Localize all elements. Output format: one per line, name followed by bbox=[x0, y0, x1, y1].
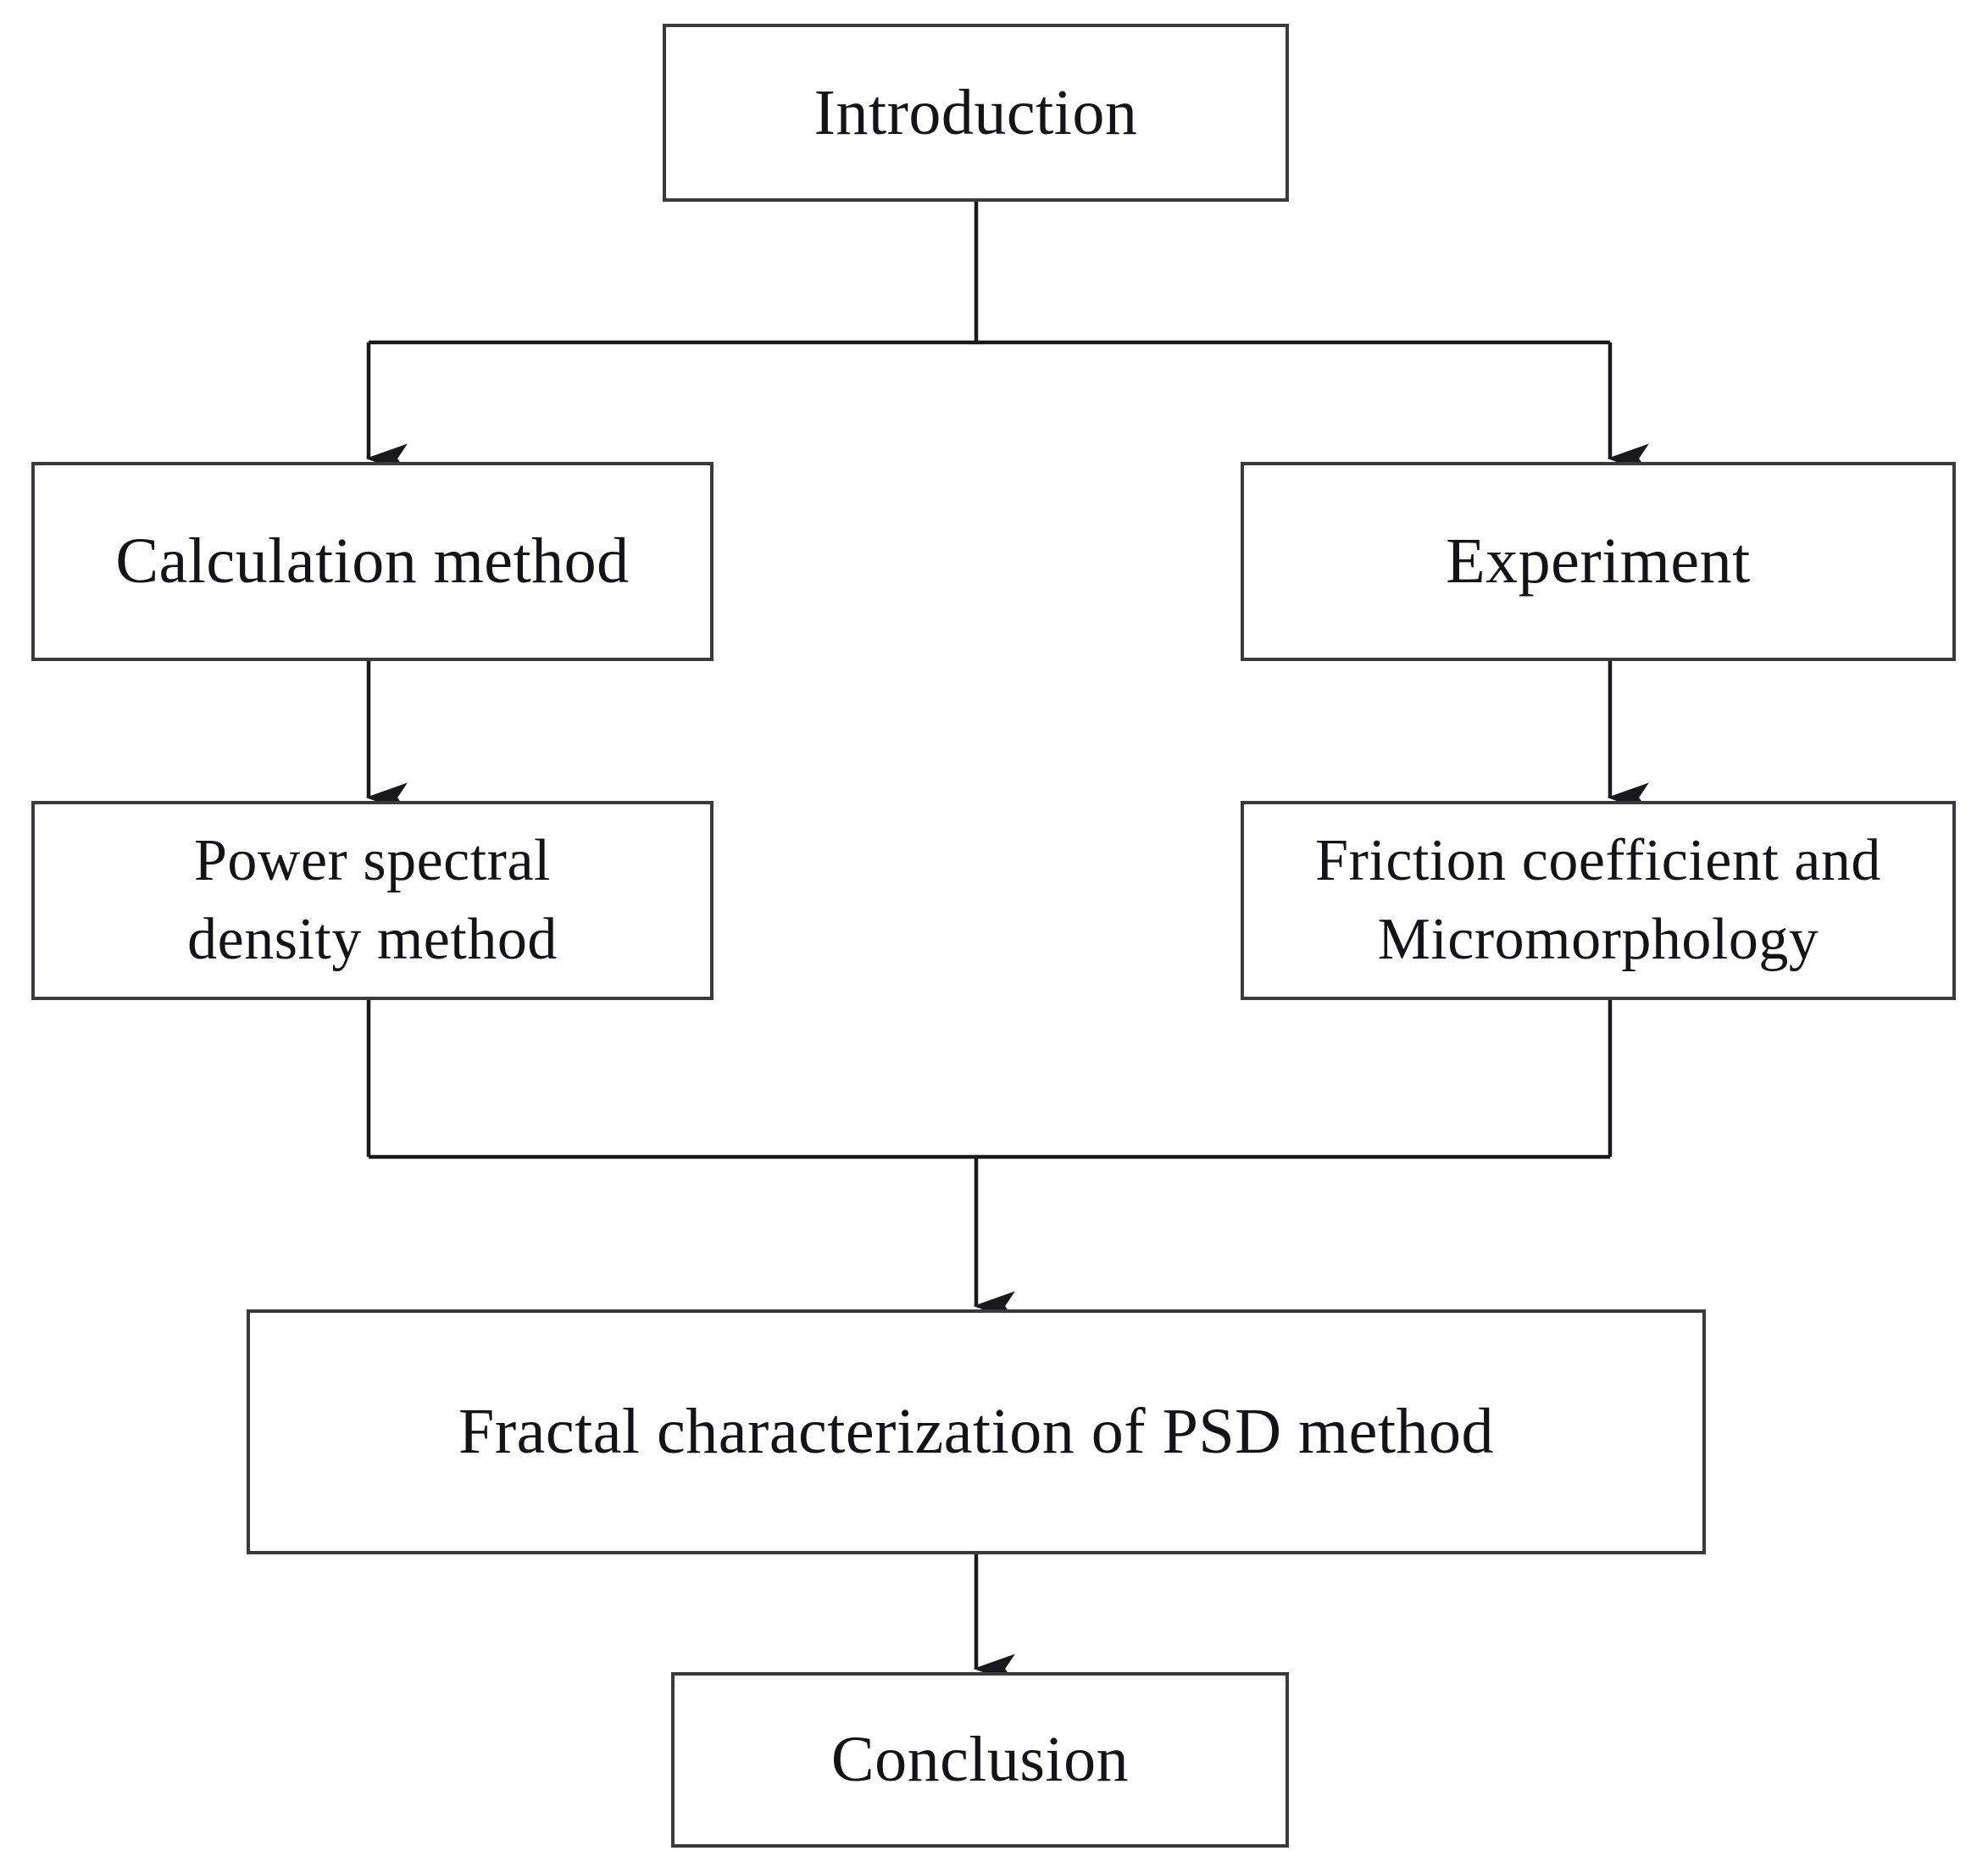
node-power-spectral-density-method-label: Power spectral density method bbox=[187, 828, 558, 972]
node-calculation-method[interactable]: Calculation method bbox=[31, 462, 714, 661]
node-experiment[interactable]: Experiment bbox=[1241, 462, 1956, 661]
node-friction-coefficient-and-micromorphology-label: Friction coefficient and Micromorphology bbox=[1315, 828, 1881, 972]
node-introduction[interactable]: Introduction bbox=[663, 24, 1289, 202]
node-conclusion-label: Conclusion bbox=[830, 1724, 1130, 1796]
node-conclusion[interactable]: Conclusion bbox=[671, 1672, 1289, 1848]
node-experiment-label: Experiment bbox=[1446, 525, 1751, 598]
node-fractal-characterization-of-psd-method-label: Fractal characterization of PSD method bbox=[458, 1396, 1494, 1468]
edge-introduction-split bbox=[369, 202, 1610, 345]
node-power-spectral-density-method[interactable]: Power spectral density method bbox=[31, 801, 714, 1000]
node-introduction-label: Introduction bbox=[814, 76, 1138, 148]
node-calculation-method-label: Calculation method bbox=[115, 525, 630, 598]
node-friction-coefficient-and-micromorphology[interactable]: Friction coefficient and Micromorphology bbox=[1241, 801, 1956, 1000]
edge-merge-bar bbox=[366, 1000, 1613, 1159]
node-fractal-characterization-of-psd-method[interactable]: Fractal characterization of PSD method bbox=[247, 1309, 1706, 1554]
